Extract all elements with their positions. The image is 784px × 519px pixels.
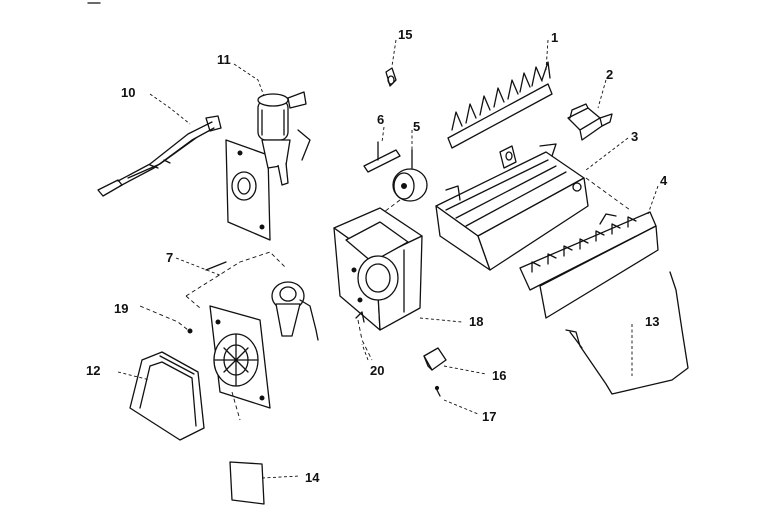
part-3-ice-mold <box>435 143 631 271</box>
part-11-water-valve <box>225 91 311 241</box>
part-6-pin <box>363 141 401 173</box>
callout-1: 1 <box>551 30 559 45</box>
callout-16: 16 <box>492 368 507 383</box>
part-5-timer-cam <box>374 149 428 236</box>
callout-13: 13 <box>645 314 660 329</box>
part-16-bracket <box>423 347 447 371</box>
part-7-outline <box>185 251 287 309</box>
leader-lines <box>117 39 659 479</box>
callout-15: 15 <box>398 27 413 42</box>
part-12-front-cover <box>129 351 205 441</box>
callout-10: 10 <box>121 85 136 100</box>
callout-12: 12 <box>86 363 101 378</box>
part-14-label-plate <box>229 461 265 505</box>
callout-11: 11 <box>217 52 231 67</box>
callout-2: 2 <box>606 67 614 82</box>
callout-19: 19 <box>114 301 129 316</box>
callout-6: 6 <box>377 112 385 127</box>
part-20-screw <box>355 311 373 361</box>
callout-5: 5 <box>413 119 421 134</box>
part-19-screw <box>139 305 193 334</box>
part-13-shutoff-arm <box>565 271 689 395</box>
part-18-housing <box>333 207 423 331</box>
callout-4: 4 <box>660 173 668 188</box>
module-plate <box>209 305 271 421</box>
part-15-clip <box>385 67 397 87</box>
callout-3: 3 <box>631 129 639 144</box>
part-4-ice-stripper <box>519 211 659 319</box>
drive-motor <box>271 281 319 341</box>
part-17-screw <box>434 385 441 397</box>
callout-7: 7 <box>166 250 174 265</box>
part-1-ejector-blades <box>447 61 553 149</box>
callout-17: 17 <box>482 409 497 424</box>
part-2-lever-bracket <box>567 103 613 141</box>
part-10-wire-harness <box>97 115 222 197</box>
callout-14: 14 <box>305 470 320 485</box>
callout-20: 20 <box>370 363 385 378</box>
callout-18: 18 <box>469 314 484 329</box>
